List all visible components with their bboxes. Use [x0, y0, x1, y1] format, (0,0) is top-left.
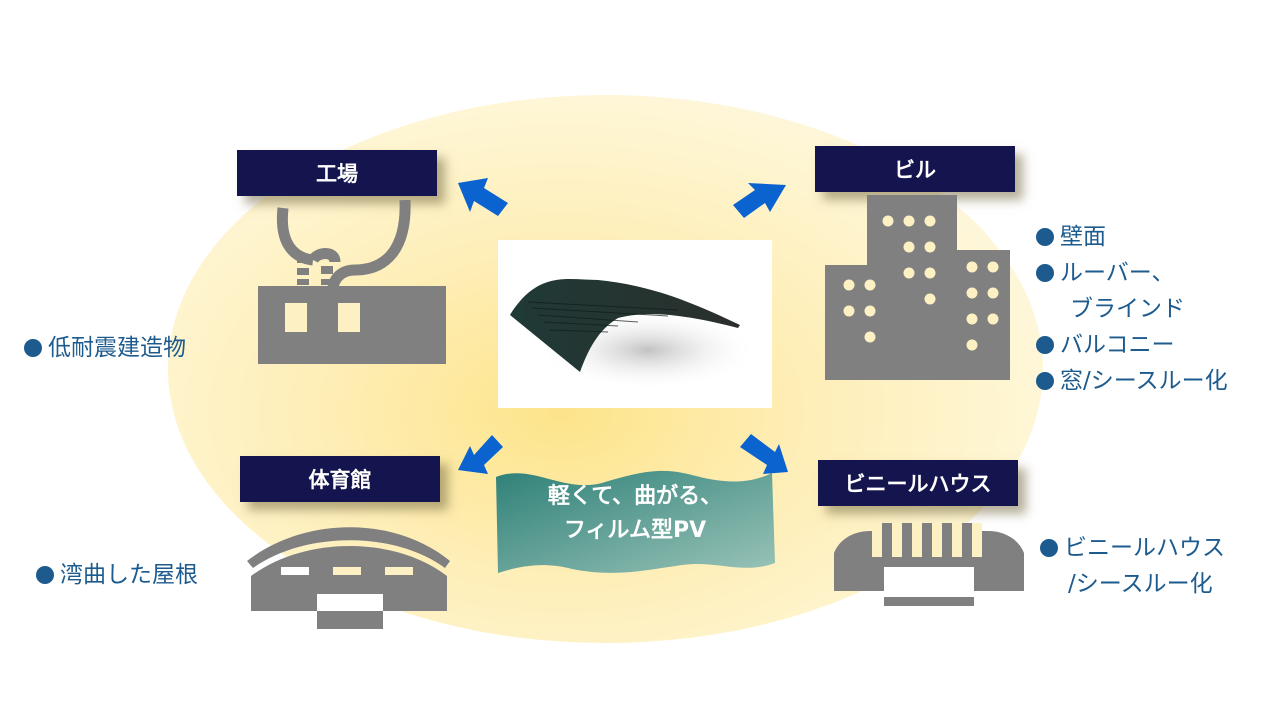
- gym-notes: 湾曲した屋根: [36, 557, 198, 593]
- bullet-icon: [1040, 539, 1058, 557]
- note-item: 湾曲した屋根: [36, 557, 198, 593]
- note-item: 低耐震建造物: [24, 330, 186, 366]
- bullet-icon: [1036, 372, 1054, 390]
- note-item-continued: ブラインド: [1070, 296, 1185, 322]
- building-icon: [825, 195, 1010, 380]
- film-pv-photo: [498, 240, 772, 408]
- note-item: バルコニー: [1036, 327, 1228, 363]
- arrow-to-factory: [458, 178, 508, 216]
- film-pv-image: [510, 279, 758, 390]
- label-greenhouse: ビニールハウス: [818, 460, 1018, 506]
- greenhouse-icon: [834, 523, 1024, 606]
- note-item: 壁面: [1036, 219, 1228, 255]
- bullet-icon: [1036, 228, 1054, 246]
- bullet-icon: [1036, 264, 1054, 282]
- label-gym: 体育館: [240, 456, 440, 502]
- factory-notes: 低耐震建造物: [24, 330, 186, 366]
- label-factory: 工場: [237, 150, 437, 196]
- greenhouse-notes: ビニールハウス /シースルー化: [1040, 530, 1225, 602]
- note-item: 窓/シースルー化: [1036, 363, 1228, 399]
- factory-icon: [258, 200, 446, 364]
- bullet-icon: [24, 339, 42, 357]
- note-item-continued: /シースルー化: [1068, 571, 1213, 597]
- bullet-icon: [1036, 336, 1054, 354]
- banner-flag: [496, 470, 775, 573]
- arrow-to-greenhouse: [740, 434, 788, 474]
- label-building: ビル: [815, 146, 1015, 192]
- banner-line-1: 軽くて、曲がる、: [547, 484, 723, 509]
- note-item: ルーバー、: [1036, 255, 1228, 291]
- building-notes: 壁面 ルーバー、 ブラインド バルコニー 窓/シースルー化: [1036, 219, 1228, 399]
- banner-line-2: フィルム型PV: [563, 518, 707, 543]
- arrow-to-gym: [458, 435, 503, 474]
- bullet-icon: [36, 566, 54, 584]
- note-item: ビニールハウス: [1040, 530, 1225, 566]
- arrow-to-building: [733, 183, 786, 218]
- banner-text: 軽くて、曲がる、 フィルム型PV: [500, 480, 770, 548]
- gym-icon: [247, 527, 450, 629]
